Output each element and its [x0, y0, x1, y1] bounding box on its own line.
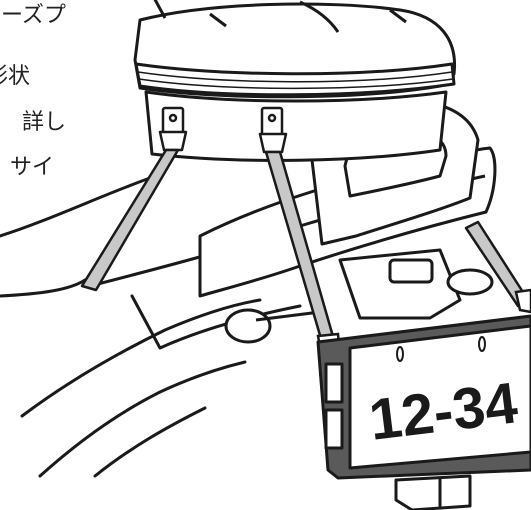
caption-line-1: ーズプ: [1, 3, 66, 28]
rear-fender: [224, 248, 494, 344]
caption-line-3: 詳し: [22, 110, 67, 135]
caption-line-2: 形状: [0, 64, 31, 89]
strap-buckles: [158, 106, 288, 154]
caption-line-4: サイ: [10, 155, 55, 180]
license-plate-bracket: [316, 314, 531, 480]
plate-mount: [394, 474, 472, 510]
tail-bag: [133, 0, 457, 162]
